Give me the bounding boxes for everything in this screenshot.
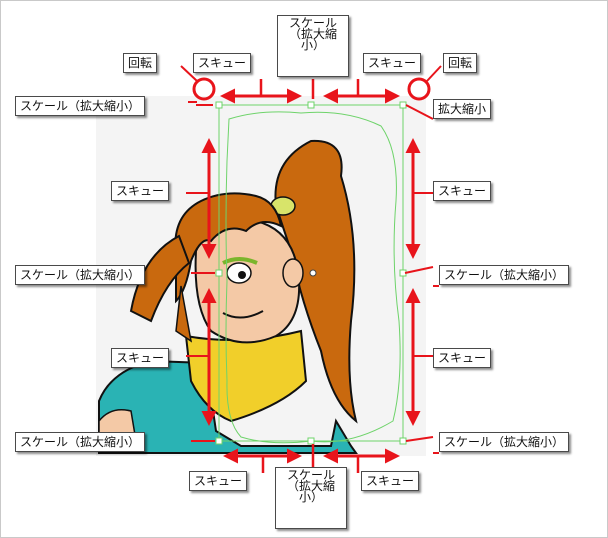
callout-scale-bottom-right-corner: スケール（拡大縮小） (439, 432, 570, 452)
contour-outline (225, 111, 401, 444)
callout-skew-bottom-right: スキュー (361, 471, 420, 491)
callout-scale-top-right-corner: 拡大縮小 (433, 99, 492, 119)
callout-rotate-left: 回転 (123, 53, 158, 73)
handle-bottom-center (307, 437, 315, 445)
handle-bottom-right (399, 437, 407, 445)
callout-scale-left-middle: スケール（拡大縮小） (15, 265, 146, 285)
callout-scale-right-middle: スケール（拡大縮小） (439, 265, 570, 285)
callout-skew-bottom-left: スキュー (189, 471, 248, 491)
callout-scale-bottom-center: スケール（拡大縮小） (275, 467, 347, 529)
handle-bottom-left (215, 437, 223, 445)
rotate-circle-left (192, 77, 216, 101)
callout-rotate-right: 回転 (443, 53, 478, 73)
handle-top-center (307, 101, 315, 109)
callout-scale-top-center: スケール（拡大縮小） (277, 15, 349, 77)
rotate-circle-right (407, 77, 431, 101)
callout-skew-top-left: スキュー (193, 53, 252, 73)
callout-skew-right-upper: スキュー (433, 181, 492, 201)
transform-handles (215, 101, 407, 445)
callout-skew-left-upper: スキュー (111, 181, 170, 201)
callout-scale-top-left-corner: スケール（拡大縮小） (15, 96, 146, 116)
callout-skew-top-right: スキュー (363, 53, 422, 73)
callout-skew-right-lower: スキュー (433, 348, 492, 368)
annotation-arrows (180, 65, 442, 473)
handle-top-right (399, 101, 407, 109)
callout-skew-left-lower: スキュー (111, 348, 170, 368)
handle-top-left (215, 101, 223, 109)
handle-middle-left (215, 269, 223, 277)
callout-scale-bottom-left-corner: スケール（拡大縮小） (15, 432, 146, 452)
pivot-point (309, 269, 317, 277)
